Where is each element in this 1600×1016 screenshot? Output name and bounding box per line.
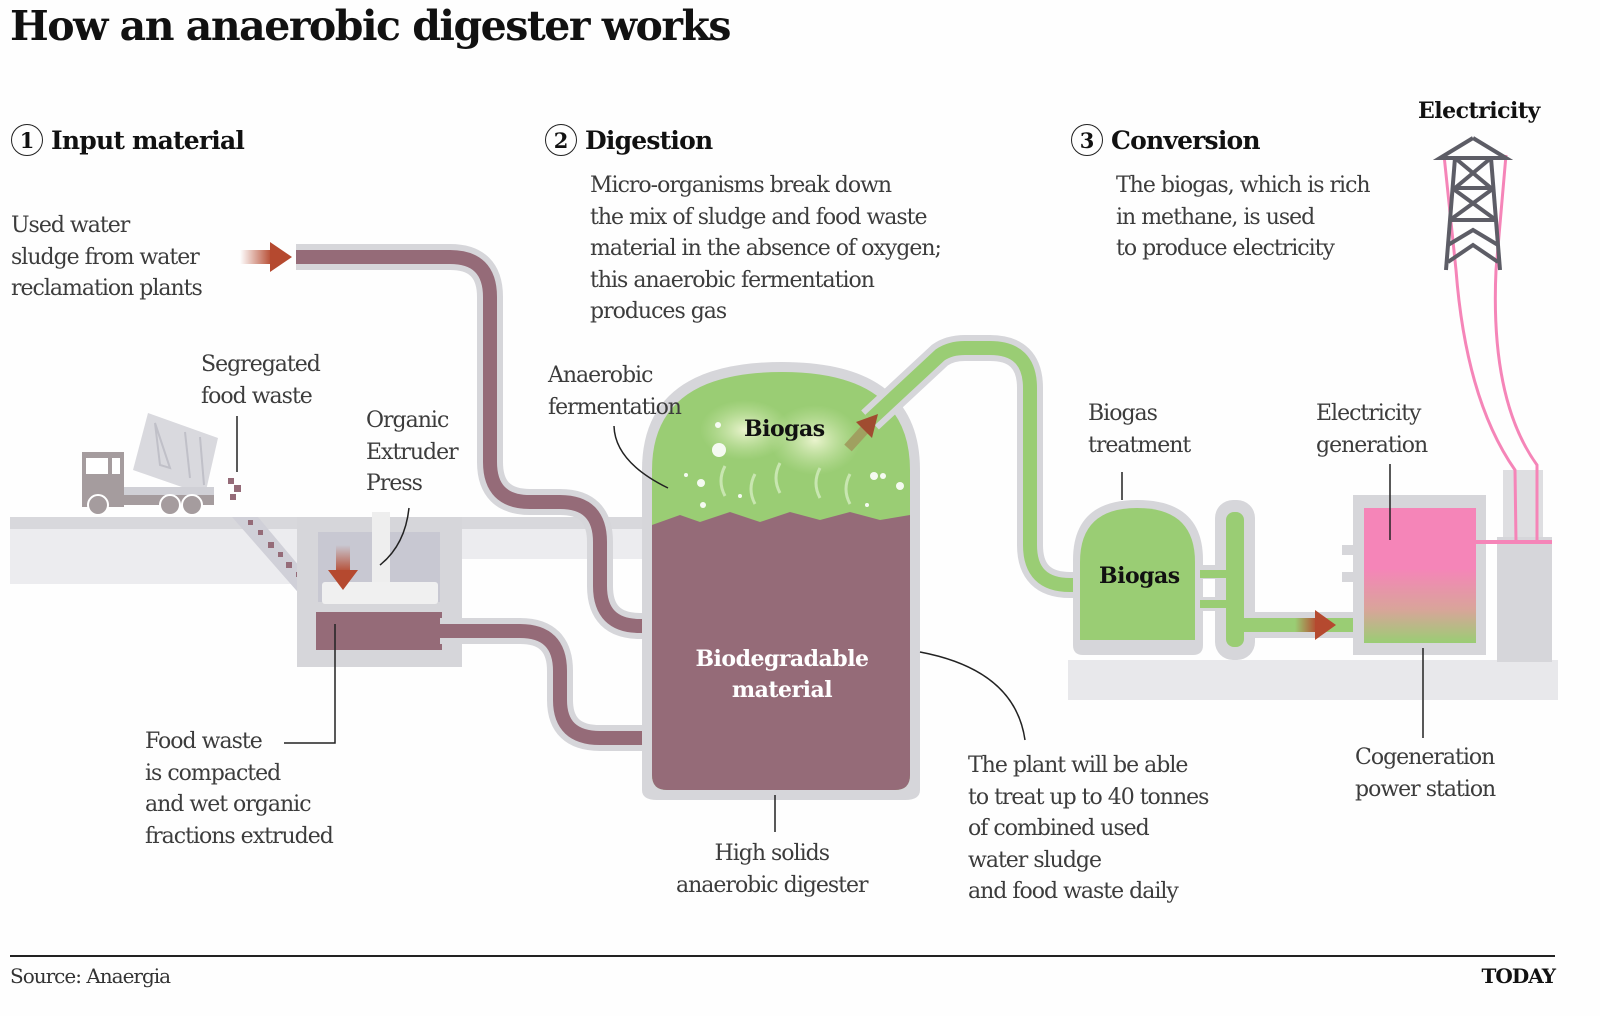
ground (10, 517, 1558, 700)
publisher-logo: TODAY (1481, 964, 1556, 988)
label-electricity: Electricity (1418, 98, 1540, 124)
leader-lines (236, 416, 1424, 832)
step-digestion: 2 Digestion (545, 124, 713, 156)
label-electricity-generation: Electricity generation (1316, 401, 1428, 458)
step-label: Conversion (1111, 125, 1261, 155)
label-biogas-digester: Biogas (744, 416, 825, 442)
label-cogeneration-power-station: Cogeneration power station (1355, 745, 1496, 802)
footer-divider (10, 955, 1555, 957)
label-segregated-food-waste: Segregated food waste (201, 352, 321, 409)
digestion-description: Micro-organisms break down the mix of sl… (590, 173, 942, 324)
label-used-water-sludge: Used water sludge from water reclamation… (11, 213, 203, 301)
step-input-material: 1 Input material (11, 124, 245, 156)
biogas-treatment-tank (1073, 500, 1364, 660)
label-biogas-tank: Biogas (1099, 563, 1180, 589)
flow-arrow-icon (1295, 610, 1336, 640)
step-label: Digestion (585, 125, 713, 155)
label-biodegradable-material: Biodegradable material (695, 646, 869, 703)
label-high-solids-digester: High solids anaerobic digester (676, 841, 869, 898)
flow-arrow-icon (844, 414, 878, 452)
step-conversion: 3 Conversion (1071, 124, 1261, 156)
flow-arrow-icon (240, 242, 292, 272)
label-food-waste-compacted: Food waste is compacted and wet organic … (145, 729, 334, 849)
dump-truck-icon (82, 413, 218, 516)
power-lines (1442, 154, 1539, 543)
biogas-pipe (861, 335, 1080, 598)
sludge-pipes (296, 244, 655, 751)
step-label: Input material (51, 125, 245, 155)
page-title: How an anaerobic digester works (10, 2, 731, 50)
conversion-description: The biogas, which is rich in methane, is… (1116, 173, 1371, 261)
label-organic-extruder-press: Organic Extruder Press (366, 408, 459, 496)
step-number-badge: 2 (545, 124, 577, 156)
extruder-press (297, 512, 462, 667)
label-anaerobic-fermentation: Anaerobic fermentation (548, 363, 682, 420)
electricity-pylon-icon (1432, 136, 1514, 271)
step-number-badge: 3 (1071, 124, 1103, 156)
digester-tank (642, 362, 920, 800)
label-biogas-treatment: Biogas treatment (1088, 401, 1191, 458)
cogeneration-station (1342, 470, 1552, 662)
source-credit: Source: Anaergia (10, 964, 171, 988)
step-number-badge: 1 (11, 124, 43, 156)
label-plant-capacity: The plant will be able to treat up to 40… (968, 753, 1209, 904)
